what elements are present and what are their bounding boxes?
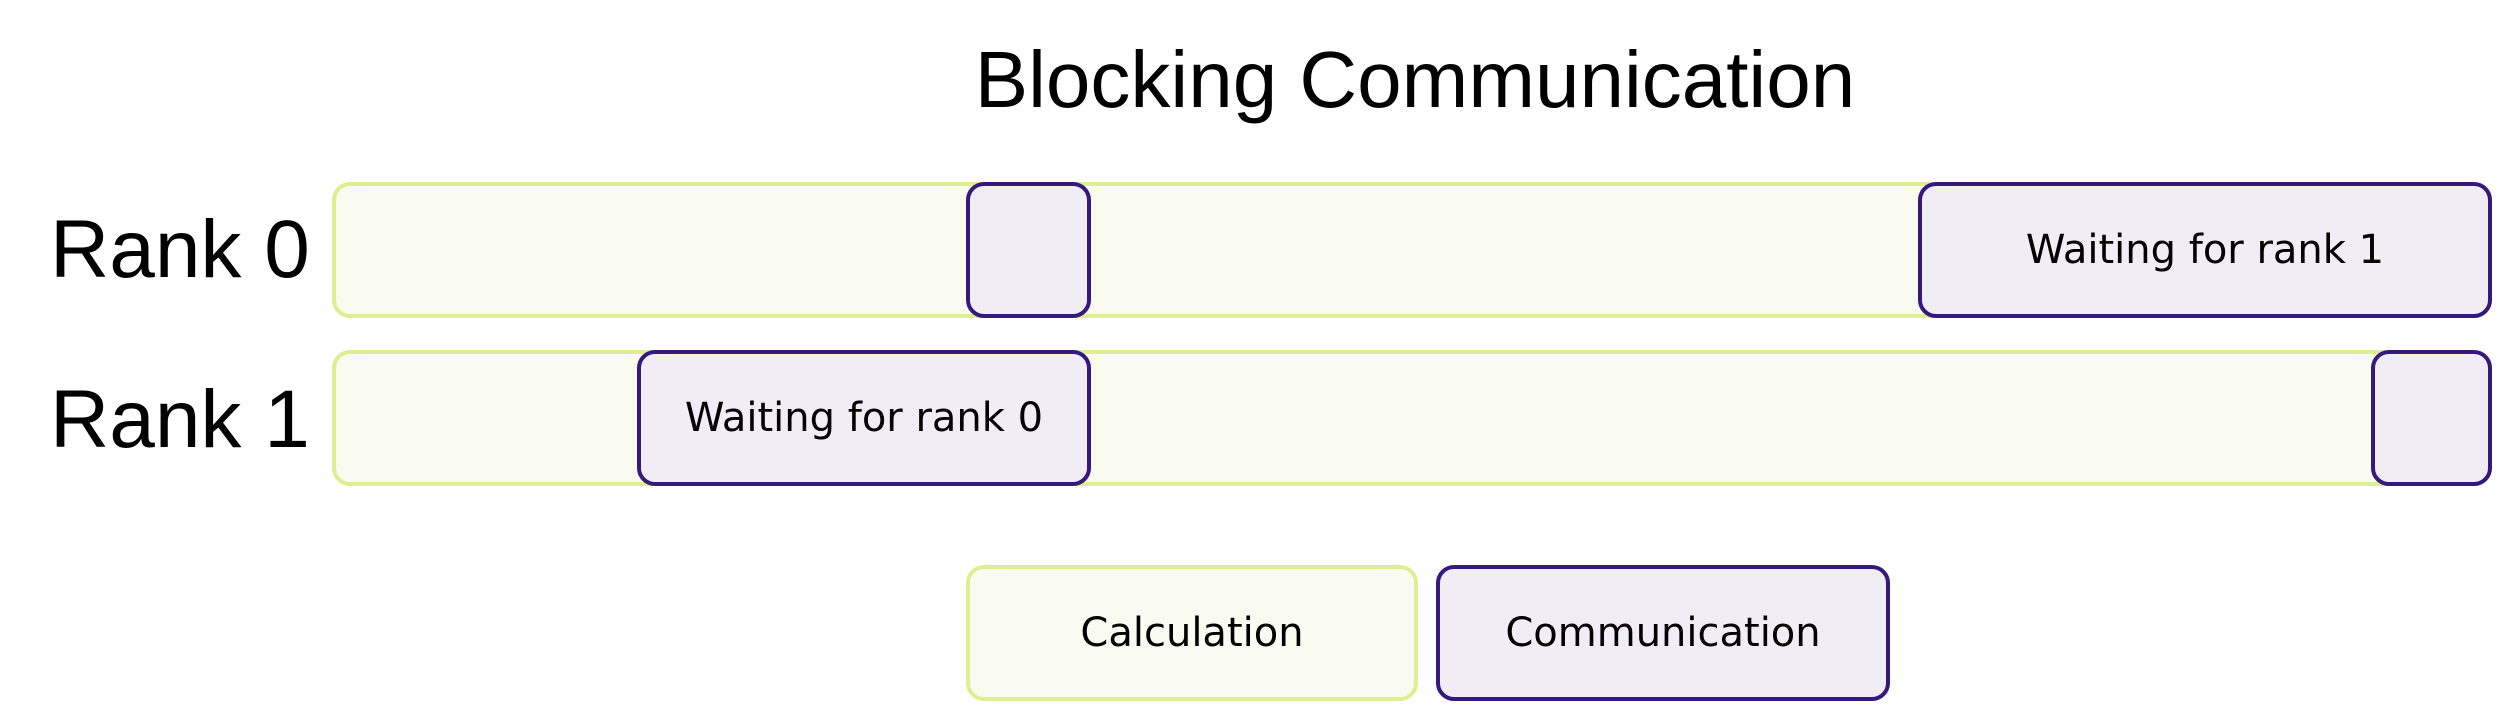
rank-1-label: Rank 1	[50, 374, 310, 465]
legend-calculation-label: Calculation	[1080, 610, 1304, 656]
legend-communication-label: Communication	[1505, 610, 1821, 656]
legend-calculation: Calculation	[966, 565, 1418, 701]
rank-0-label: Rank 0	[50, 204, 310, 295]
diagram-title: Blocking Communication	[974, 35, 1856, 124]
rank-1-waiting-label: Waiting for rank 0	[684, 395, 1044, 441]
rank-1-waiting-block: Waiting for rank 0	[637, 350, 1091, 486]
rank-0-waiting-block: Waiting for rank 1	[1918, 182, 2492, 318]
legend-communication: Communication	[1436, 565, 1890, 701]
rank-1-communication-block	[2371, 350, 2492, 486]
rank-0-waiting-label: Waiting for rank 1	[2025, 227, 2385, 273]
rank-0-communication-block	[966, 182, 1091, 318]
